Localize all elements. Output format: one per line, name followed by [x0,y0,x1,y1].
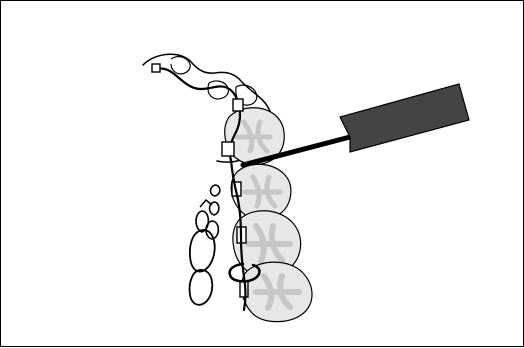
upper-gum-squiggle-1 [171,57,190,74]
ligature-wire-icon [190,185,220,305]
bracket-icon [152,64,160,72]
upper-gum-squiggle-2 [208,81,228,99]
tooth-icon [242,262,312,322]
bracket-icon [222,142,234,156]
bracket-icon [233,99,243,111]
